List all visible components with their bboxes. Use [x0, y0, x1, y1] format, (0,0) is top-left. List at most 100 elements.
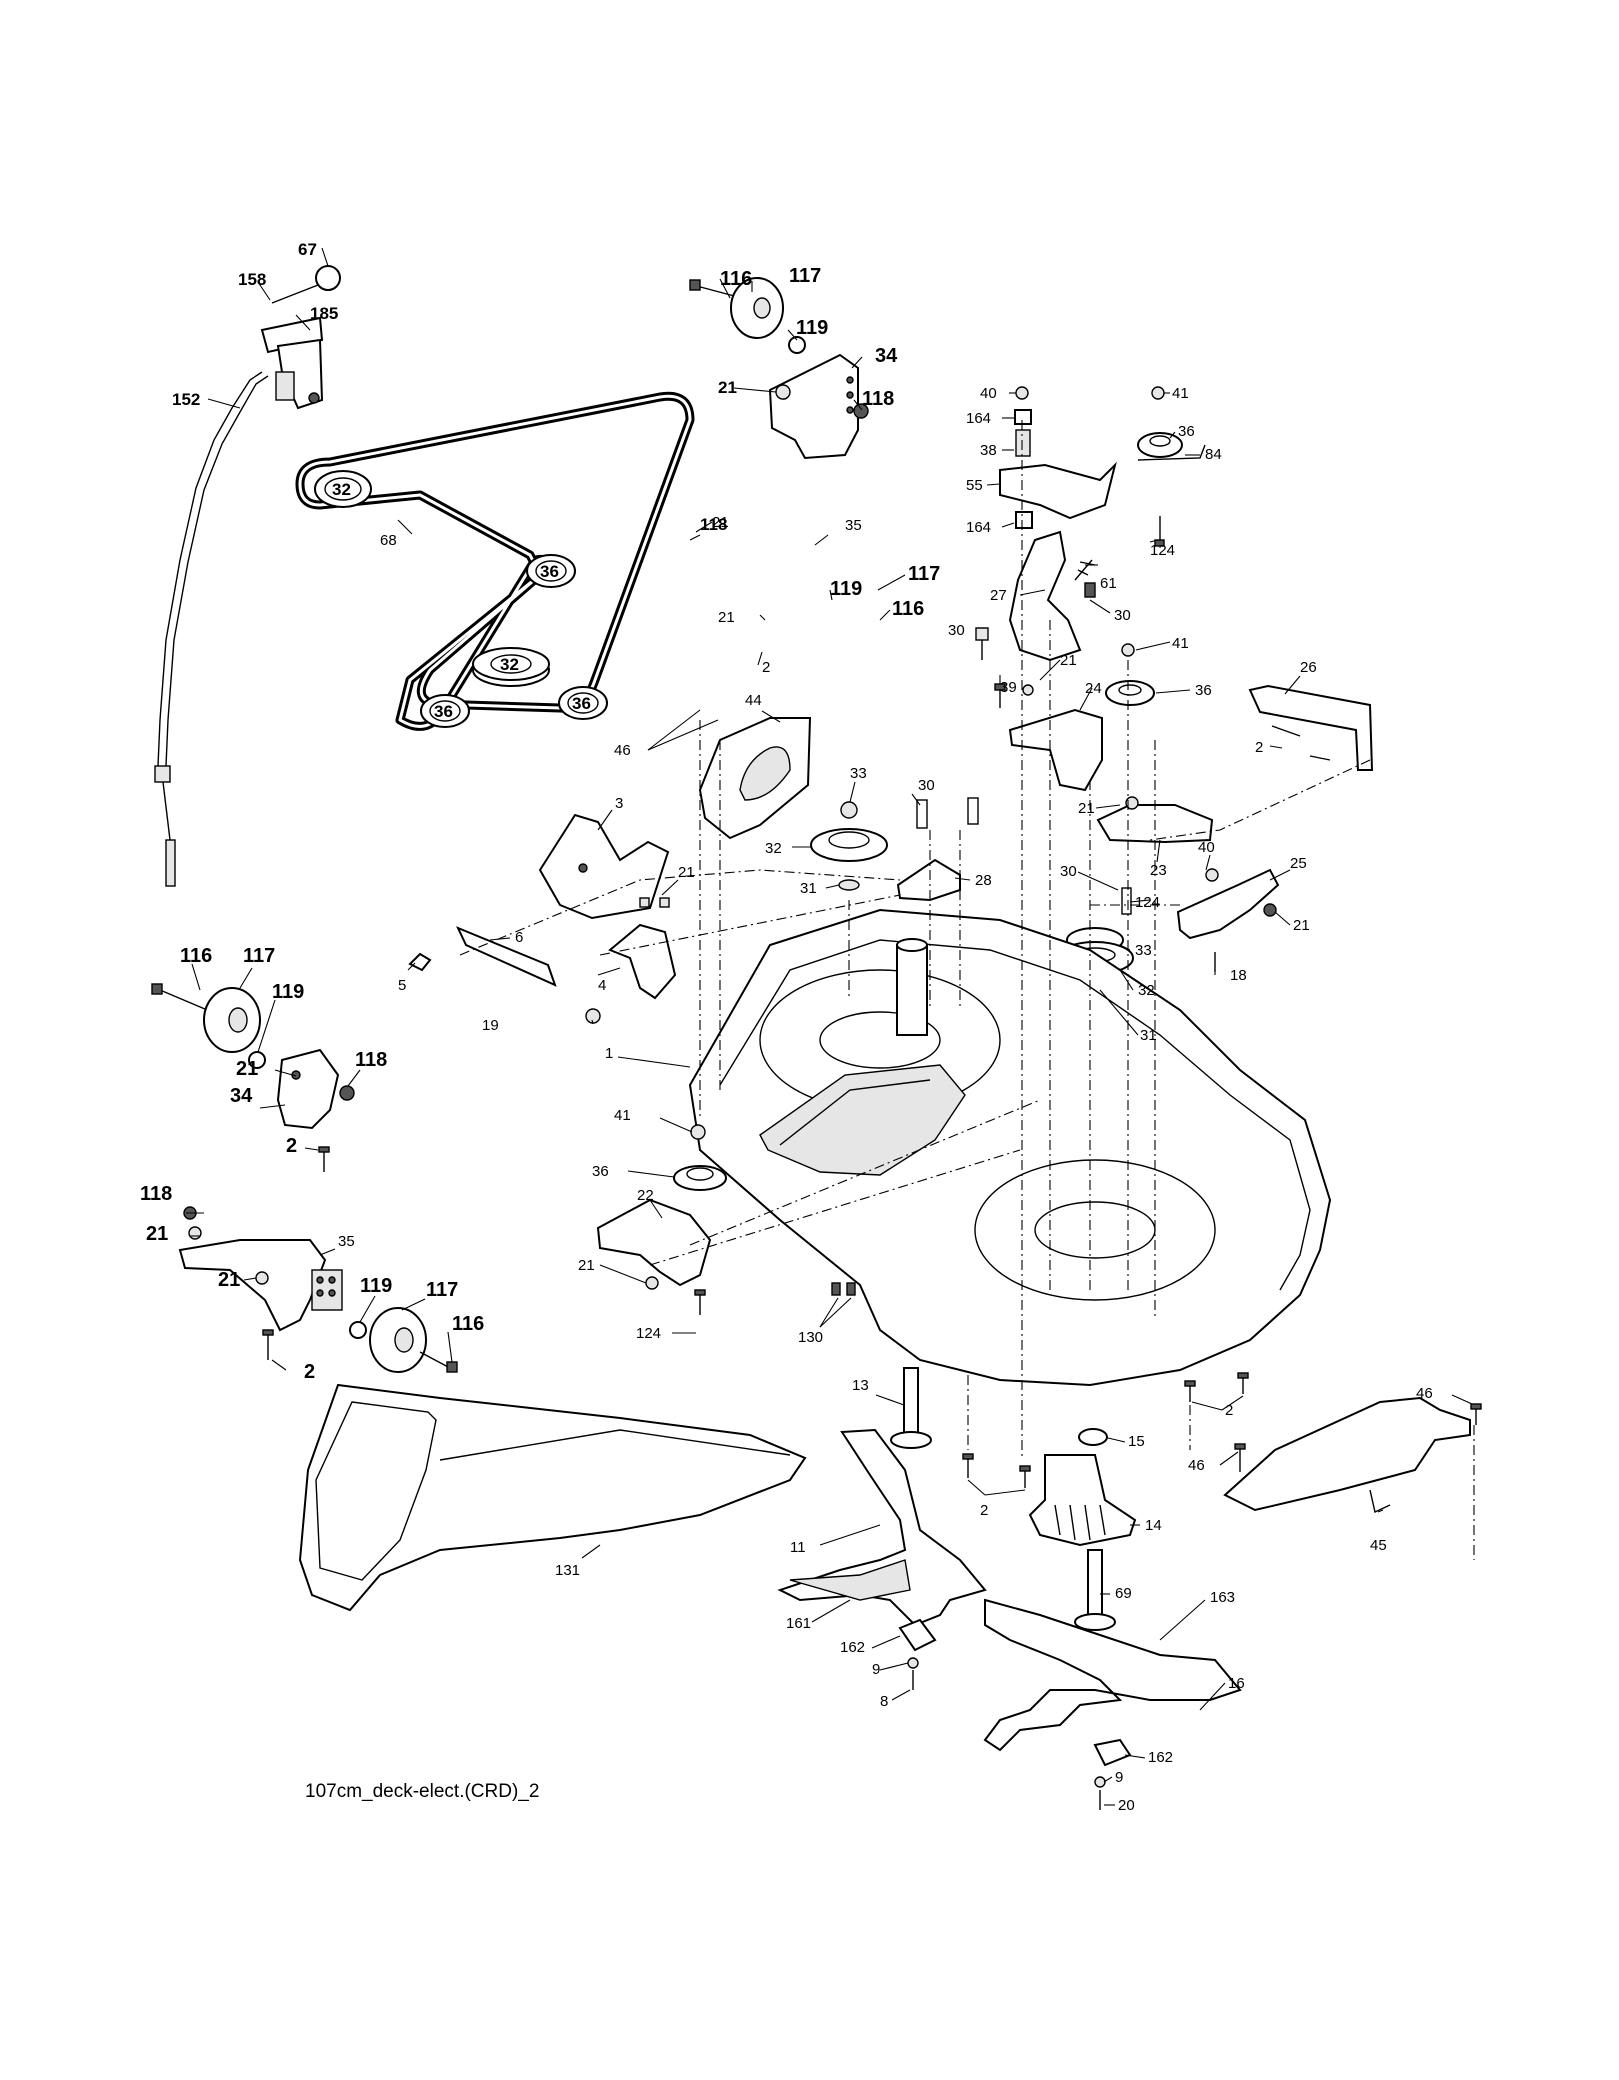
label-131: 131	[555, 1562, 580, 1579]
label-36-mid: 36	[1195, 682, 1212, 699]
label-118-mid: 118	[700, 515, 727, 534]
label-20: 20	[1118, 1797, 1135, 1814]
label-25: 25	[1290, 855, 1307, 872]
label-44: 44	[745, 692, 762, 709]
label-119-left: 119	[272, 981, 304, 1003]
label-162-a: 162	[840, 1639, 865, 1656]
label-31-a: 31	[800, 880, 817, 897]
label-28: 28	[975, 872, 992, 889]
label-46-right: 46	[1416, 1385, 1433, 1402]
label-40-top: 40	[980, 385, 997, 402]
label-2-top: 2	[762, 659, 770, 676]
label-30-d: 30	[1060, 863, 1077, 880]
part-labels: 67 158 185 152 116 117 119 34 21 118 40 …	[140, 240, 1433, 1814]
label-124-top: 124	[1150, 542, 1175, 559]
label-152: 152	[172, 390, 200, 409]
idler-bracket-lower-left	[178, 1206, 458, 1373]
label-21-right: 21	[1060, 652, 1077, 669]
label-117-top: 117	[789, 265, 821, 287]
label-38: 38	[980, 442, 997, 459]
label-41-top: 41	[1172, 385, 1189, 402]
label-21-c: 21	[678, 864, 695, 881]
label-36-belt3: 36	[572, 694, 591, 713]
label-119-top: 119	[796, 317, 828, 339]
label-18: 18	[1230, 967, 1247, 984]
label-164-top: 164	[966, 410, 991, 427]
label-117-ll: 117	[426, 1279, 458, 1301]
label-41-c: 41	[614, 1107, 631, 1124]
label-40-mid: 40	[1198, 839, 1215, 856]
label-8: 8	[880, 1693, 888, 1710]
label-2-deck: 2	[1225, 1402, 1233, 1419]
label-161: 161	[786, 1615, 811, 1632]
drive-belt-68	[295, 391, 695, 731]
label-21-mid: 21	[712, 514, 729, 531]
label-119-ll: 119	[360, 1275, 392, 1297]
label-39: 39	[1000, 679, 1017, 696]
label-130: 130	[798, 1329, 823, 1346]
label-118-top: 118	[862, 388, 894, 410]
discharge-chute	[298, 1383, 807, 1612]
label-24: 24	[1085, 680, 1102, 697]
blade-spindle-assemblies	[777, 1367, 1242, 1810]
label-3: 3	[615, 795, 623, 812]
label-32-belt2: 32	[500, 655, 519, 674]
label-19: 19	[482, 1017, 499, 1034]
idler-bracket-left	[151, 983, 355, 1172]
left-idler-22	[596, 1124, 856, 1315]
label-119-mid: 119	[830, 578, 862, 600]
label-36-belt2: 36	[434, 702, 453, 721]
label-36-belt1: 36	[540, 562, 559, 581]
label-46-top: 46	[614, 742, 631, 759]
label-116-mid: 116	[892, 598, 924, 620]
label-36-top: 36	[1178, 423, 1195, 440]
label-21-ll: 21	[146, 1223, 168, 1245]
center-pulley	[810, 797, 979, 902]
diagram-caption: 107cm_deck-elect.(CRD)_2	[305, 1781, 540, 1802]
label-33-a: 33	[850, 765, 867, 782]
label-1: 1	[605, 1045, 613, 1062]
label-124-c: 124	[636, 1325, 661, 1342]
label-30-b: 30	[948, 622, 965, 639]
label-21-ll2: 21	[218, 1269, 240, 1291]
label-34-left: 34	[230, 1085, 253, 1107]
label-32-a: 32	[765, 840, 782, 857]
label-5: 5	[398, 977, 406, 994]
label-34-top: 34	[875, 345, 898, 367]
label-15: 15	[1128, 1433, 1145, 1450]
label-162-b: 162	[1148, 1749, 1173, 1766]
label-2-mid: 2	[980, 1502, 988, 1519]
label-31-b: 31	[1140, 1027, 1157, 1044]
label-33-b: 33	[1135, 942, 1152, 959]
belt-guard-and-brackets	[408, 717, 812, 1024]
label-32-belt1: 32	[332, 480, 351, 499]
label-164-mid: 164	[966, 519, 991, 536]
mower-deck	[688, 908, 1332, 1387]
label-158: 158	[238, 270, 266, 289]
label-45: 45	[1370, 1537, 1387, 1554]
label-68: 68	[380, 532, 397, 549]
label-69: 69	[1115, 1585, 1132, 1602]
alignment-lines	[459, 420, 1475, 1560]
label-23: 23	[1150, 862, 1167, 879]
label-6: 6	[515, 929, 523, 946]
label-21-r3: 21	[1293, 917, 1310, 934]
label-124-mid: 124	[1135, 894, 1160, 911]
label-4: 4	[598, 977, 606, 994]
label-116-top: 116	[720, 268, 752, 290]
idler-bracket-27	[975, 530, 1374, 792]
label-116-left: 116	[180, 945, 212, 967]
label-16: 16	[1228, 1675, 1245, 1692]
label-163: 163	[1210, 1589, 1235, 1606]
leader-lines	[186, 247, 1473, 1806]
label-67: 67	[298, 240, 317, 259]
label-2-ll: 2	[304, 1361, 315, 1383]
label-9-b: 9	[1115, 1769, 1123, 1786]
label-55: 55	[966, 477, 983, 494]
label-14: 14	[1145, 1517, 1162, 1534]
label-46-mid: 46	[1188, 1457, 1205, 1474]
label-21-r2: 21	[1078, 800, 1095, 817]
label-84: 84	[1205, 446, 1222, 463]
label-2-right: 2	[1255, 739, 1263, 756]
